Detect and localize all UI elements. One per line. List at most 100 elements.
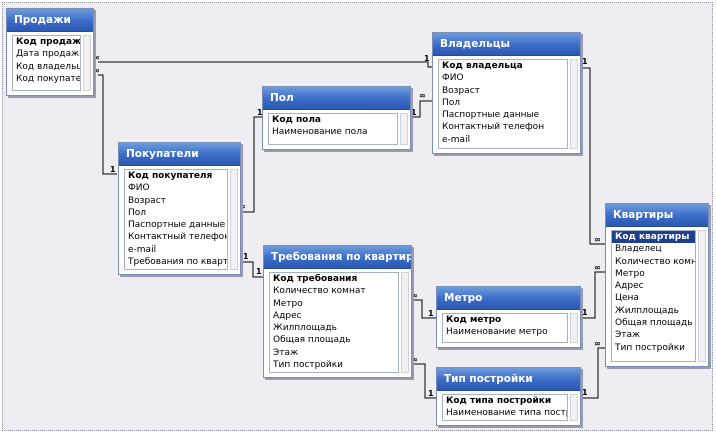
field-item[interactable]: Код покупателя bbox=[16, 73, 80, 84]
field-item[interactable]: Цена bbox=[615, 293, 639, 304]
field-item[interactable]: Количество комнат bbox=[615, 256, 695, 267]
marker-many: ∞ bbox=[411, 291, 418, 300]
scrollbar[interactable] bbox=[230, 169, 238, 270]
field-list: Код пола Наименование пола bbox=[268, 113, 398, 145]
field-item[interactable]: Контактный телефон bbox=[442, 122, 545, 133]
marker-one: 1 bbox=[256, 267, 262, 276]
field-item[interactable]: Наименование пола bbox=[272, 127, 368, 138]
field-item[interactable]: e-mail bbox=[128, 244, 157, 255]
field-item[interactable]: Код покупателя bbox=[128, 171, 213, 181]
marker-one: 1 bbox=[428, 309, 434, 318]
field-item[interactable]: Тип постройки bbox=[615, 342, 686, 353]
scrollbar[interactable] bbox=[401, 272, 409, 373]
marker-one: 1 bbox=[582, 308, 588, 317]
scrollbar[interactable] bbox=[698, 230, 706, 362]
table-prodazhi[interactable]: Продажи Код продажи Дата продажи Код вла… bbox=[6, 8, 94, 96]
field-item[interactable]: Жилплощадь bbox=[273, 323, 337, 334]
table-trebovaniya[interactable]: Требования по квартире Код требования Ко… bbox=[263, 245, 412, 378]
field-item[interactable]: Количество комнат bbox=[273, 286, 366, 297]
marker-one: 1 bbox=[243, 252, 249, 261]
table-title[interactable]: Продажи bbox=[7, 9, 93, 32]
field-list: Код типа постройки Наименование типа пос… bbox=[442, 394, 568, 421]
field-item[interactable]: Адрес bbox=[273, 310, 302, 321]
scrollbar[interactable] bbox=[570, 59, 578, 149]
marker-one: 1 bbox=[110, 165, 116, 174]
scrollbar[interactable] bbox=[570, 394, 578, 421]
marker-many: ∞ bbox=[411, 355, 418, 364]
scrollbar[interactable] bbox=[400, 113, 408, 145]
field-item[interactable]: Этаж bbox=[615, 330, 641, 341]
table-pokupateli[interactable]: Покупатели Код покупателя ФИО Возраст По… bbox=[118, 142, 241, 275]
table-title[interactable]: Требования по квартире bbox=[264, 246, 411, 269]
marker-many: ∞ bbox=[239, 202, 246, 211]
field-item[interactable]: Владелец bbox=[615, 244, 662, 255]
field-item[interactable]: Контактный телефон bbox=[128, 232, 227, 243]
field-item[interactable]: Жилплощадь bbox=[615, 305, 679, 316]
field-item[interactable]: Код метро bbox=[446, 315, 502, 325]
field-list: Код продажи Дата продажи Код владельца К… bbox=[12, 35, 81, 91]
rel-prodazhi-pokupateli bbox=[98, 74, 117, 175]
table-metro[interactable]: Метро Код метро Наименование метро bbox=[436, 286, 581, 348]
field-item[interactable]: Тип постройки bbox=[273, 360, 344, 371]
field-item[interactable]: Возраст bbox=[442, 85, 480, 96]
marker-many: ∞ bbox=[93, 53, 100, 62]
field-list: Код покупателя ФИО Возраст Пол Паспортны… bbox=[124, 169, 228, 270]
table-title[interactable]: Метро bbox=[437, 287, 580, 310]
field-item[interactable]: Метро bbox=[273, 298, 303, 309]
table-title[interactable]: Покупатели bbox=[119, 143, 240, 166]
marker-one: 1 bbox=[428, 389, 434, 398]
field-item[interactable]: Код владельца bbox=[442, 61, 523, 71]
table-pol[interactable]: Пол Код пола Наименование пола bbox=[262, 86, 411, 150]
rel-prodazhi-vladeltsy bbox=[98, 61, 435, 68]
rel-vladeltsy-kvartiry bbox=[581, 67, 605, 245]
table-vladeltsy[interactable]: Владельцы Код владельца ФИО Возраст Пол … bbox=[432, 32, 581, 154]
table-title[interactable]: Квартиры bbox=[606, 204, 708, 227]
table-title[interactable]: Владельцы bbox=[433, 33, 580, 56]
field-item[interactable]: Дата продажи bbox=[16, 49, 80, 60]
field-item[interactable]: Код владельца bbox=[16, 61, 80, 72]
marker-many: ∞ bbox=[419, 91, 426, 100]
table-kvartiry[interactable]: Квартиры Код квартиры Владелец Количеств… bbox=[605, 203, 709, 367]
marker-many: ∞ bbox=[93, 66, 100, 75]
field-item[interactable]: Пол bbox=[128, 207, 147, 218]
marker-many: ∞ bbox=[594, 235, 601, 244]
marker-one: 1 bbox=[582, 57, 588, 66]
rel-tip-kvartiry bbox=[581, 347, 605, 399]
rel-pol-vladeltsy bbox=[411, 100, 435, 118]
field-item[interactable]: Паспортные данные bbox=[128, 220, 226, 231]
field-item[interactable]: e-mail bbox=[442, 134, 471, 145]
field-item[interactable]: Наименование типа постройки bbox=[446, 408, 567, 419]
field-item[interactable]: Код требования bbox=[273, 274, 358, 284]
field-item[interactable]: Код продажи bbox=[16, 37, 80, 47]
table-tip-postroyki[interactable]: Тип постройки Код типа постройки Наимено… bbox=[436, 367, 581, 426]
rel-pokupateli-trebovaniya bbox=[241, 261, 264, 278]
field-item[interactable]: Возраст bbox=[128, 195, 166, 206]
field-item[interactable]: ФИО bbox=[128, 183, 150, 194]
field-item[interactable]: Наименование метро bbox=[446, 327, 548, 338]
field-item[interactable]: Требования по квартире bbox=[128, 257, 227, 268]
scrollbar[interactable] bbox=[570, 313, 578, 343]
field-item-selected[interactable]: Код квартиры bbox=[612, 231, 695, 244]
table-title[interactable]: Тип постройки bbox=[437, 368, 580, 391]
field-list: Код квартиры Владелец Количество комнат … bbox=[611, 230, 696, 362]
scrollbar[interactable] bbox=[83, 35, 91, 91]
marker-many: ∞ bbox=[594, 263, 601, 272]
field-list: Код требования Количество комнат Метро А… bbox=[269, 272, 399, 373]
field-item[interactable]: Код типа постройки bbox=[446, 396, 552, 406]
field-list: Код метро Наименование метро bbox=[442, 313, 568, 343]
field-item[interactable]: Общая площадь bbox=[273, 335, 351, 346]
marker-one: 1 bbox=[411, 108, 417, 117]
rel-tip-trebovaniya bbox=[412, 363, 436, 399]
field-item[interactable]: Пол bbox=[442, 97, 461, 108]
field-item[interactable]: ФИО bbox=[442, 73, 464, 84]
field-item[interactable]: Адрес bbox=[615, 281, 644, 292]
table-title[interactable]: Пол bbox=[263, 87, 410, 110]
field-item[interactable]: Паспортные данные bbox=[442, 110, 540, 121]
marker-many: ∞ bbox=[594, 339, 601, 348]
field-item[interactable]: Метро bbox=[615, 268, 645, 279]
marker-one: 1 bbox=[257, 108, 263, 117]
field-item[interactable]: Этаж bbox=[273, 347, 299, 358]
field-item[interactable]: Общая площадь bbox=[615, 318, 693, 329]
field-item[interactable]: Код пола bbox=[272, 115, 322, 125]
